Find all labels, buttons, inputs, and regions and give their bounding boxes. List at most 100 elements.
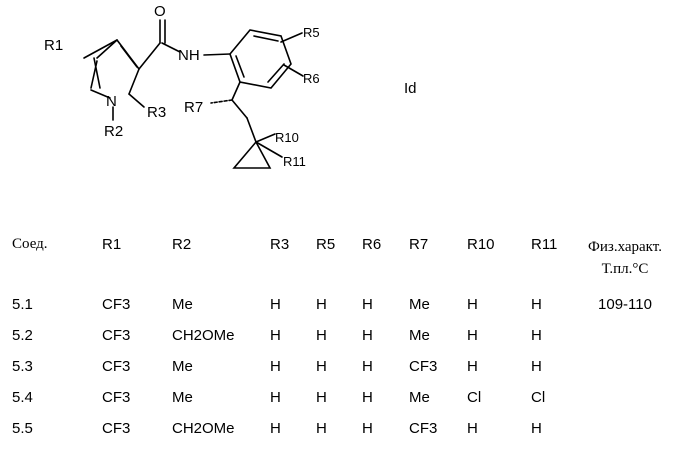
cell-r11: Cl [531, 389, 570, 420]
cell-r2: Me [172, 389, 270, 420]
cell-r2: CH2OMe [172, 420, 270, 451]
header-phys-line1: Физ.характ. [570, 236, 680, 258]
label-r3: R3 [147, 104, 166, 121]
cell-r6: H [362, 389, 409, 420]
table-row: 5.5CF3CH2OMeHHHCF3HH [12, 420, 680, 451]
bond [284, 65, 303, 76]
cell-phys [570, 327, 680, 358]
cell-r3: H [270, 420, 316, 451]
label-nh: NH [178, 47, 200, 64]
cell-r3: H [270, 296, 316, 327]
header-compound: Соед. [12, 236, 102, 296]
header-r3: R3 [270, 236, 316, 296]
label-r10: R10 [275, 130, 299, 145]
cell-r7: CF3 [409, 420, 467, 451]
bond [256, 134, 275, 142]
cell-r7: Me [409, 296, 467, 327]
label-r2: R2 [104, 123, 123, 140]
chemical-structure-diagram: R1 O NH N R2 R3 R5 R6 R7 R10 R11 [0, 0, 699, 190]
cell-phys [570, 358, 680, 389]
bond [139, 43, 160, 69]
label-r6: R6 [303, 71, 320, 86]
cell-r10: H [467, 327, 531, 358]
bond [204, 54, 230, 55]
table-row: 5.1CF3MeHHHMeHH109-110 [12, 296, 680, 327]
cell-r6: H [362, 327, 409, 358]
cell-r7: Me [409, 327, 467, 358]
bond [121, 46, 137, 67]
cell-r7: Me [409, 389, 467, 420]
table-row: 5.3CF3MeHHHCF3HH [12, 358, 680, 389]
cell-r2: CH2OMe [172, 327, 270, 358]
bond [254, 36, 278, 41]
bond [281, 33, 302, 42]
cell-r10: H [467, 420, 531, 451]
cell-r5: H [316, 358, 362, 389]
table-body: 5.1CF3MeHHHMeHH109-1105.2CF3CH2OMeHHHMeH… [12, 296, 680, 451]
cell-r1: CF3 [102, 296, 172, 327]
compound-id-label: Id [404, 80, 417, 97]
header-r10: R10 [467, 236, 531, 296]
label-carbonyl-oxygen: O [154, 3, 166, 20]
cell-r10: H [467, 296, 531, 327]
cell-r7: CF3 [409, 358, 467, 389]
bond [230, 30, 291, 88]
header-r6: R6 [362, 236, 409, 296]
cell-r6: H [362, 358, 409, 389]
cell-compound: 5.3 [12, 358, 102, 389]
cell-r2: Me [172, 296, 270, 327]
cell-r5: H [316, 389, 362, 420]
header-physical-characteristics: Физ.характ. Т.пл.°C [570, 236, 680, 296]
cell-phys: 109-110 [570, 296, 680, 327]
cell-r11: H [531, 296, 570, 327]
label-r7: R7 [184, 99, 203, 116]
cell-r6: H [362, 420, 409, 451]
bond [129, 94, 144, 107]
cell-r1: CF3 [102, 420, 172, 451]
cell-r11: H [531, 420, 570, 451]
header-r2: R2 [172, 236, 270, 296]
cell-compound: 5.4 [12, 389, 102, 420]
bond [268, 64, 284, 82]
header-r5: R5 [316, 236, 362, 296]
cell-r3: H [270, 358, 316, 389]
cell-r3: H [270, 389, 316, 420]
table-row: 5.2CF3CH2OMeHHHMeHH [12, 327, 680, 358]
bond [129, 69, 139, 94]
cell-r2: Me [172, 358, 270, 389]
cell-r11: H [531, 327, 570, 358]
table-row: 5.4CF3MeHHHMeClCl [12, 389, 680, 420]
label-r11: R11 [283, 154, 306, 169]
cell-r1: CF3 [102, 327, 172, 358]
header-r11: R11 [531, 236, 570, 296]
label-r1: R1 [44, 37, 63, 54]
cell-r1: CF3 [102, 358, 172, 389]
header-phys-line2: Т.пл.°C [570, 258, 680, 280]
cell-compound: 5.2 [12, 327, 102, 358]
cell-r1: CF3 [102, 389, 172, 420]
header-r1: R1 [102, 236, 172, 296]
label-r5: R5 [303, 25, 320, 40]
cell-r6: H [362, 296, 409, 327]
cell-r10: H [467, 358, 531, 389]
cell-compound: 5.1 [12, 296, 102, 327]
cell-phys [570, 389, 680, 420]
cell-r11: H [531, 358, 570, 389]
bond [211, 100, 232, 103]
cell-r5: H [316, 296, 362, 327]
cell-r5: H [316, 327, 362, 358]
bond [247, 118, 256, 142]
cell-r5: H [316, 420, 362, 451]
label-pyrrole-n: N [106, 93, 117, 110]
cell-phys [570, 420, 680, 451]
cell-r10: Cl [467, 389, 531, 420]
bond [232, 82, 240, 100]
bond [232, 100, 247, 118]
header-r7: R7 [409, 236, 467, 296]
table-header-row: Соед. R1 R2 R3 R5 R6 R7 R10 R11 Физ.хара… [12, 236, 680, 296]
cell-compound: 5.5 [12, 420, 102, 451]
compound-table: Соед. R1 R2 R3 R5 R6 R7 R10 R11 Физ.хара… [12, 236, 680, 451]
bond [234, 142, 270, 168]
cell-r3: H [270, 327, 316, 358]
